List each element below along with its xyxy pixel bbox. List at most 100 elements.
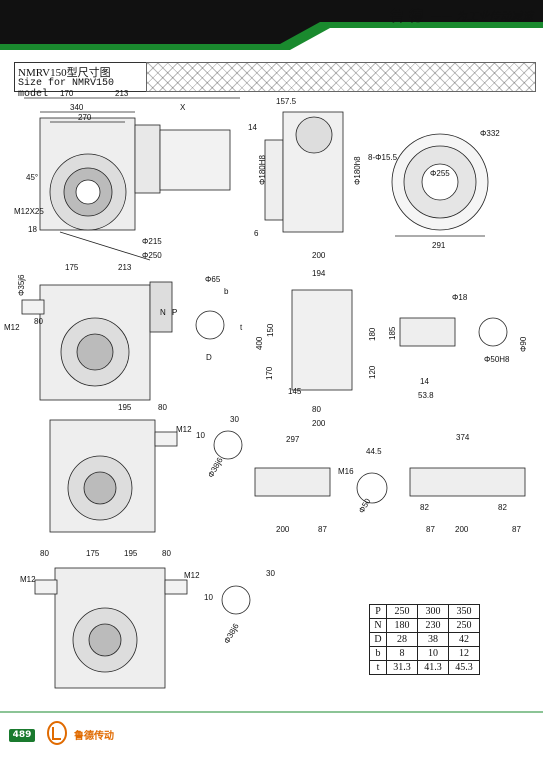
spec-cell: 250 — [386, 604, 418, 619]
dim-v2-2: Φ180H8 — [258, 154, 267, 185]
dim-v1-7: 18 — [28, 225, 37, 234]
dim-v4-11: 87 — [318, 525, 327, 534]
dim-v2-1: 14 — [248, 123, 257, 132]
view-side-flange: 157.5 14 Φ180H8 Φ180h8 6 8-Φ15.5 Φ332 Φ2… — [248, 97, 500, 250]
dim-v5-4: M12 — [20, 575, 36, 584]
dim-v3-21: Φ90 — [519, 336, 528, 352]
view-front-flange: 170 213 340 X 270 45° M12X25 18 Φ215 Φ25… — [14, 89, 240, 261]
dim-v3-4: 80 — [34, 317, 43, 326]
title-cn: NMRV150型尺寸图 — [18, 67, 111, 79]
page-number: 489 — [9, 729, 35, 742]
spec-key: t — [369, 660, 387, 675]
dim-v3-6: P — [172, 308, 177, 317]
spec-row-t: t 31.3 41.3 45.3 — [369, 660, 480, 675]
spec-cell: 350 — [448, 604, 480, 619]
spec-row-p: P 250 300 350 — [369, 604, 480, 619]
spec-cell: 42 — [448, 632, 480, 647]
title-hatch-band — [146, 62, 536, 92]
dim-v3-13: 400 — [255, 336, 264, 350]
dim-v2-6: Φ332 — [480, 129, 500, 138]
dim-v1-3: X — [180, 103, 186, 112]
dim-v4-12: 82 — [420, 503, 429, 512]
spec-cell: 28 — [386, 632, 418, 647]
spec-cell: 230 — [417, 618, 449, 633]
spec-cell: 45.3 — [448, 660, 480, 675]
dim-v1-8: Φ215 — [142, 237, 162, 246]
dim-v3-11: 200 — [312, 251, 326, 260]
view-body-shaft: 175 213 Φ35j6 M12 80 N P Φ65 b t D 200 1… — [4, 251, 528, 428]
dim-v3-7: Φ65 — [205, 275, 221, 284]
dim-v2-3: Φ180h8 — [353, 156, 362, 185]
dim-v4-5: Φ38j6 — [206, 456, 225, 480]
dim-v2-4: 6 — [254, 229, 259, 238]
spec-cell: 180 — [386, 618, 418, 633]
dim-v3-2: Φ35j6 — [17, 274, 26, 296]
spec-key: b — [369, 646, 387, 661]
dim-v1-6: M12X25 — [14, 207, 44, 216]
spec-cell: 8 — [386, 646, 418, 661]
spec-table: P 250 300 350 N 180 230 250 D 28 38 42 b… — [369, 604, 480, 675]
dim-v5-3: 80 — [162, 549, 171, 558]
dim-v1-2: 340 — [70, 103, 84, 112]
dim-v5-5: M12 — [184, 571, 200, 580]
dim-v3-1: 213 — [118, 263, 132, 272]
dim-v4-17: 87 — [512, 525, 521, 534]
dim-v5-7: 10 — [204, 593, 213, 602]
spec-cell: 12 — [448, 646, 480, 661]
dim-v3-19: 185 — [388, 326, 397, 340]
dim-v1-5: 45° — [26, 173, 38, 182]
dim-v4-1: 80 — [158, 403, 167, 412]
brand-logo-icon — [47, 721, 67, 745]
dim-v1-4: 270 — [78, 113, 92, 122]
dim-v1-9: Φ250 — [142, 251, 162, 260]
dim-v3-26: 200 — [312, 419, 326, 428]
dim-v1-0: 170 — [60, 89, 74, 98]
spec-cell: 10 — [417, 646, 449, 661]
dim-v3-15: 170 — [265, 366, 274, 380]
dim-v3-0: 175 — [65, 263, 79, 272]
dim-v3-16: 180 — [368, 327, 377, 341]
dim-v3-18: 145 — [288, 387, 302, 396]
dim-v3-8: b — [224, 287, 229, 296]
dim-v3-25: 80 — [312, 405, 321, 414]
header-slogan: —— 为工业传动减速 — [430, 10, 534, 23]
dim-v3-17: 120 — [368, 365, 377, 379]
dim-v5-2: 195 — [124, 549, 138, 558]
dim-v3-20: Φ18 — [452, 293, 468, 302]
dim-v4-7: 44.5 — [366, 447, 382, 456]
dim-v5-1: 175 — [86, 549, 100, 558]
dim-v3-9: t — [240, 323, 243, 332]
dim-v4-14: 87 — [426, 525, 435, 534]
spec-cell: 250 — [448, 618, 480, 633]
dim-v5-6: 30 — [266, 569, 275, 578]
dim-v3-22: Φ50H8 — [484, 355, 510, 364]
spec-cell: 31.3 — [386, 660, 418, 675]
dim-v4-15: 82 — [498, 503, 507, 512]
dim-v3-14: 150 — [266, 323, 275, 337]
spec-row-b: b 8 10 12 — [369, 646, 480, 661]
header-brand: 鲁 德 — [390, 9, 423, 25]
dim-v2-0: 157.5 — [276, 97, 297, 106]
dim-v3-23: 14 — [420, 377, 429, 386]
view-double-shaft: 80 175 195 80 M12 M12 30 10 Φ38j6 — [20, 549, 275, 689]
dim-v1-1: 213 — [115, 89, 129, 98]
page-footer — [0, 718, 543, 768]
spec-cell: 38 — [417, 632, 449, 647]
dim-v3-10: D — [206, 353, 212, 362]
dim-v3-24: 53.8 — [418, 391, 434, 400]
spec-cell: 300 — [417, 604, 449, 619]
dim-v4-2: M12 — [176, 425, 192, 434]
spec-key: D — [369, 632, 387, 647]
footer-brand: 鲁德传动 — [74, 731, 114, 742]
dim-v4-16: 200 — [455, 525, 469, 534]
dim-v5-8: Φ38j6 — [222, 622, 241, 646]
dim-v4-13: 374 — [456, 433, 470, 442]
dim-v4-3: 30 — [230, 415, 239, 424]
spec-key: N — [369, 618, 387, 633]
dim-v2-8: 291 — [432, 241, 446, 250]
spec-key: P — [369, 604, 387, 619]
spec-row-n: N 180 230 250 — [369, 618, 480, 633]
dim-v4-10: 200 — [276, 525, 290, 534]
dim-v4-6: 297 — [286, 435, 300, 444]
